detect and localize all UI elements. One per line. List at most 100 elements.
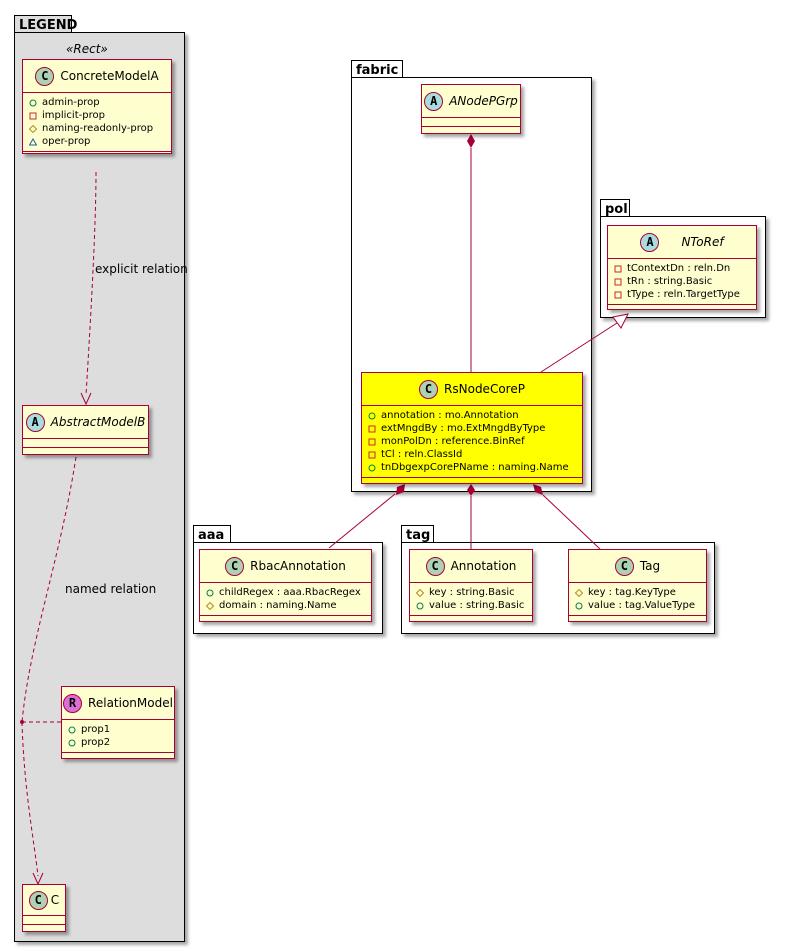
package-visibility-icon	[29, 137, 37, 146]
attribute-row: admin-prop	[29, 96, 165, 109]
concrete-model-a-attributes: admin-prop implicit-prop naming-readonly…	[23, 93, 171, 152]
named-relation-label: named relation	[65, 582, 157, 596]
attribute-text: oper-prop	[42, 136, 91, 147]
attribute-text: childRegex : aaa.RbacRegex	[219, 587, 361, 598]
attribute-text: key : string.Basic	[429, 587, 515, 598]
annotation-name: Annotation	[450, 559, 517, 573]
attribute-text: monPolDn : reference.BinRef	[381, 436, 525, 447]
relation-model-class[interactable]: R RelationModel prop1 prop2	[61, 686, 175, 759]
attribute-row: childRegex : aaa.RbacRegex	[206, 586, 365, 599]
public-visibility-icon	[368, 464, 376, 472]
attribute-row: tType : reln.TargetType	[614, 288, 750, 301]
relation-badge-icon: R	[63, 693, 83, 713]
class-badge-icon: C	[35, 66, 55, 86]
attribute-row: tnDbgexpCorePName : naming.Name	[368, 461, 576, 474]
anodepgrp-class[interactable]: A ANodePGrp	[421, 84, 521, 134]
rbac-composition-line	[328, 493, 396, 549]
c-fields	[23, 916, 65, 925]
attribute-row: extMngdBy : mo.ExtMngdByType	[368, 422, 576, 435]
c-name: C	[50, 893, 60, 907]
class-badge-icon: C	[614, 556, 634, 576]
tag-package-tab: tag	[401, 525, 434, 543]
attribute-text: prop1	[81, 724, 111, 735]
attribute-row: annotation : mo.Annotation	[368, 409, 576, 422]
c-header: C C	[23, 885, 65, 916]
attribute-row: domain : naming.Name	[206, 599, 365, 612]
annotation-class[interactable]: C Annotation key : string.Basic value : …	[409, 549, 533, 622]
tag-composition-line	[542, 494, 601, 550]
attribute-row: implicit-prop	[29, 109, 165, 122]
private-visibility-icon	[614, 265, 622, 273]
attribute-text: value : string.Basic	[429, 600, 525, 611]
rbacannotation-name: RbacAnnotation	[250, 559, 346, 573]
class-badge-icon: C	[225, 556, 245, 576]
abstract-model-b-name: AbstractModelB	[50, 415, 146, 429]
attribute-text: tRn : string.Basic	[627, 276, 713, 287]
public-visibility-icon	[29, 99, 37, 107]
protected-visibility-icon	[416, 588, 424, 597]
private-visibility-icon	[29, 112, 37, 120]
private-visibility-icon	[614, 291, 622, 299]
class-badge-icon: C	[419, 379, 439, 399]
attribute-row: key : string.Basic	[416, 586, 526, 599]
attribute-text: annotation : mo.Annotation	[381, 410, 519, 421]
annotation-composition-diamond	[467, 484, 475, 496]
attribute-row: key : tag.KeyType	[575, 586, 700, 599]
rsnodecorep-class[interactable]: C RsNodeCoreP annotation : mo.Annotation…	[361, 372, 583, 484]
anodepgrp-header: A ANodePGrp	[422, 85, 520, 118]
rbac-composition-diamond	[396, 484, 405, 495]
attribute-row: tRn : string.Basic	[614, 275, 750, 288]
tag-class[interactable]: C Tag key : tag.KeyType value : tag.Valu…	[568, 549, 707, 622]
attribute-row: prop1	[68, 723, 168, 736]
rbacannotation-header: C RbacAnnotation	[200, 550, 371, 583]
concrete-model-a-header: C ConcreteModelA	[23, 60, 171, 93]
attribute-text: prop2	[81, 737, 111, 748]
legend-package	[14, 32, 185, 942]
attribute-row: naming-readonly-prop	[29, 122, 165, 135]
pol-package-tab: pol	[600, 199, 630, 217]
concrete-model-a-name: ConcreteModelA	[60, 69, 159, 83]
abstract-class-badge-icon: A	[25, 412, 45, 432]
explicit-relation-label: explicit relation	[95, 262, 188, 276]
tag-package-label: tag	[406, 528, 431, 543]
relation-model-attributes: prop1 prop2	[62, 720, 174, 753]
attribute-row: oper-prop	[29, 135, 165, 148]
protected-visibility-icon	[575, 588, 583, 597]
attribute-row: prop2	[68, 736, 168, 749]
ntoref-class[interactable]: A NToRef tContextDn : reln.Dn tRn : stri…	[607, 225, 757, 310]
rbacannotation-class[interactable]: C RbacAnnotation childRegex : aaa.RbacRe…	[199, 549, 372, 622]
tag-name: Tag	[639, 559, 661, 573]
private-visibility-icon	[614, 278, 622, 286]
ntoref-header: A NToRef	[608, 226, 756, 259]
explicit-relation-arrow	[80, 392, 92, 406]
attribute-text: domain : naming.Name	[219, 600, 337, 611]
attribute-row: tContextDn : reln.Dn	[614, 262, 750, 275]
anodepgrp-composition-diamond	[467, 134, 475, 148]
rsnodecorep-name: RsNodeCoreP	[444, 382, 525, 396]
annotation-header: C Annotation	[410, 550, 532, 583]
rsnodecorep-header: C RsNodeCoreP	[362, 373, 582, 406]
public-visibility-icon	[68, 726, 76, 734]
abstract-class-badge-icon: A	[424, 91, 444, 111]
attribute-text: admin-prop	[42, 97, 100, 108]
named-relation-line-lower	[21, 721, 39, 877]
attribute-text: tContextDn : reln.Dn	[627, 263, 731, 274]
protected-visibility-icon	[206, 601, 214, 610]
abstract-model-b-fields	[23, 439, 148, 448]
c-class[interactable]: C C	[22, 884, 66, 932]
attribute-row: monPolDn : reference.BinRef	[368, 435, 576, 448]
private-visibility-icon	[368, 451, 376, 459]
ntoref-attributes: tContextDn : reln.Dn tRn : string.Basic …	[608, 259, 756, 305]
concrete-model-a-class[interactable]: C ConcreteModelA admin-prop implicit-pro…	[22, 59, 172, 154]
rsnodecorep-attributes: annotation : mo.Annotation extMngdBy : m…	[362, 406, 582, 478]
legend-package-label: LEGEND	[19, 18, 78, 33]
attribute-text: value : tag.ValueType	[588, 600, 696, 611]
abstract-model-b-class[interactable]: A AbstractModelB	[22, 405, 149, 455]
attribute-row: tCl : reln.ClassId	[368, 448, 576, 461]
anodepgrp-name: ANodePGrp	[449, 94, 518, 108]
attribute-text: implicit-prop	[42, 110, 105, 121]
aaa-package-tab: aaa	[193, 525, 231, 543]
ntoref-generalization-arrow	[612, 313, 629, 329]
private-visibility-icon	[368, 438, 376, 446]
